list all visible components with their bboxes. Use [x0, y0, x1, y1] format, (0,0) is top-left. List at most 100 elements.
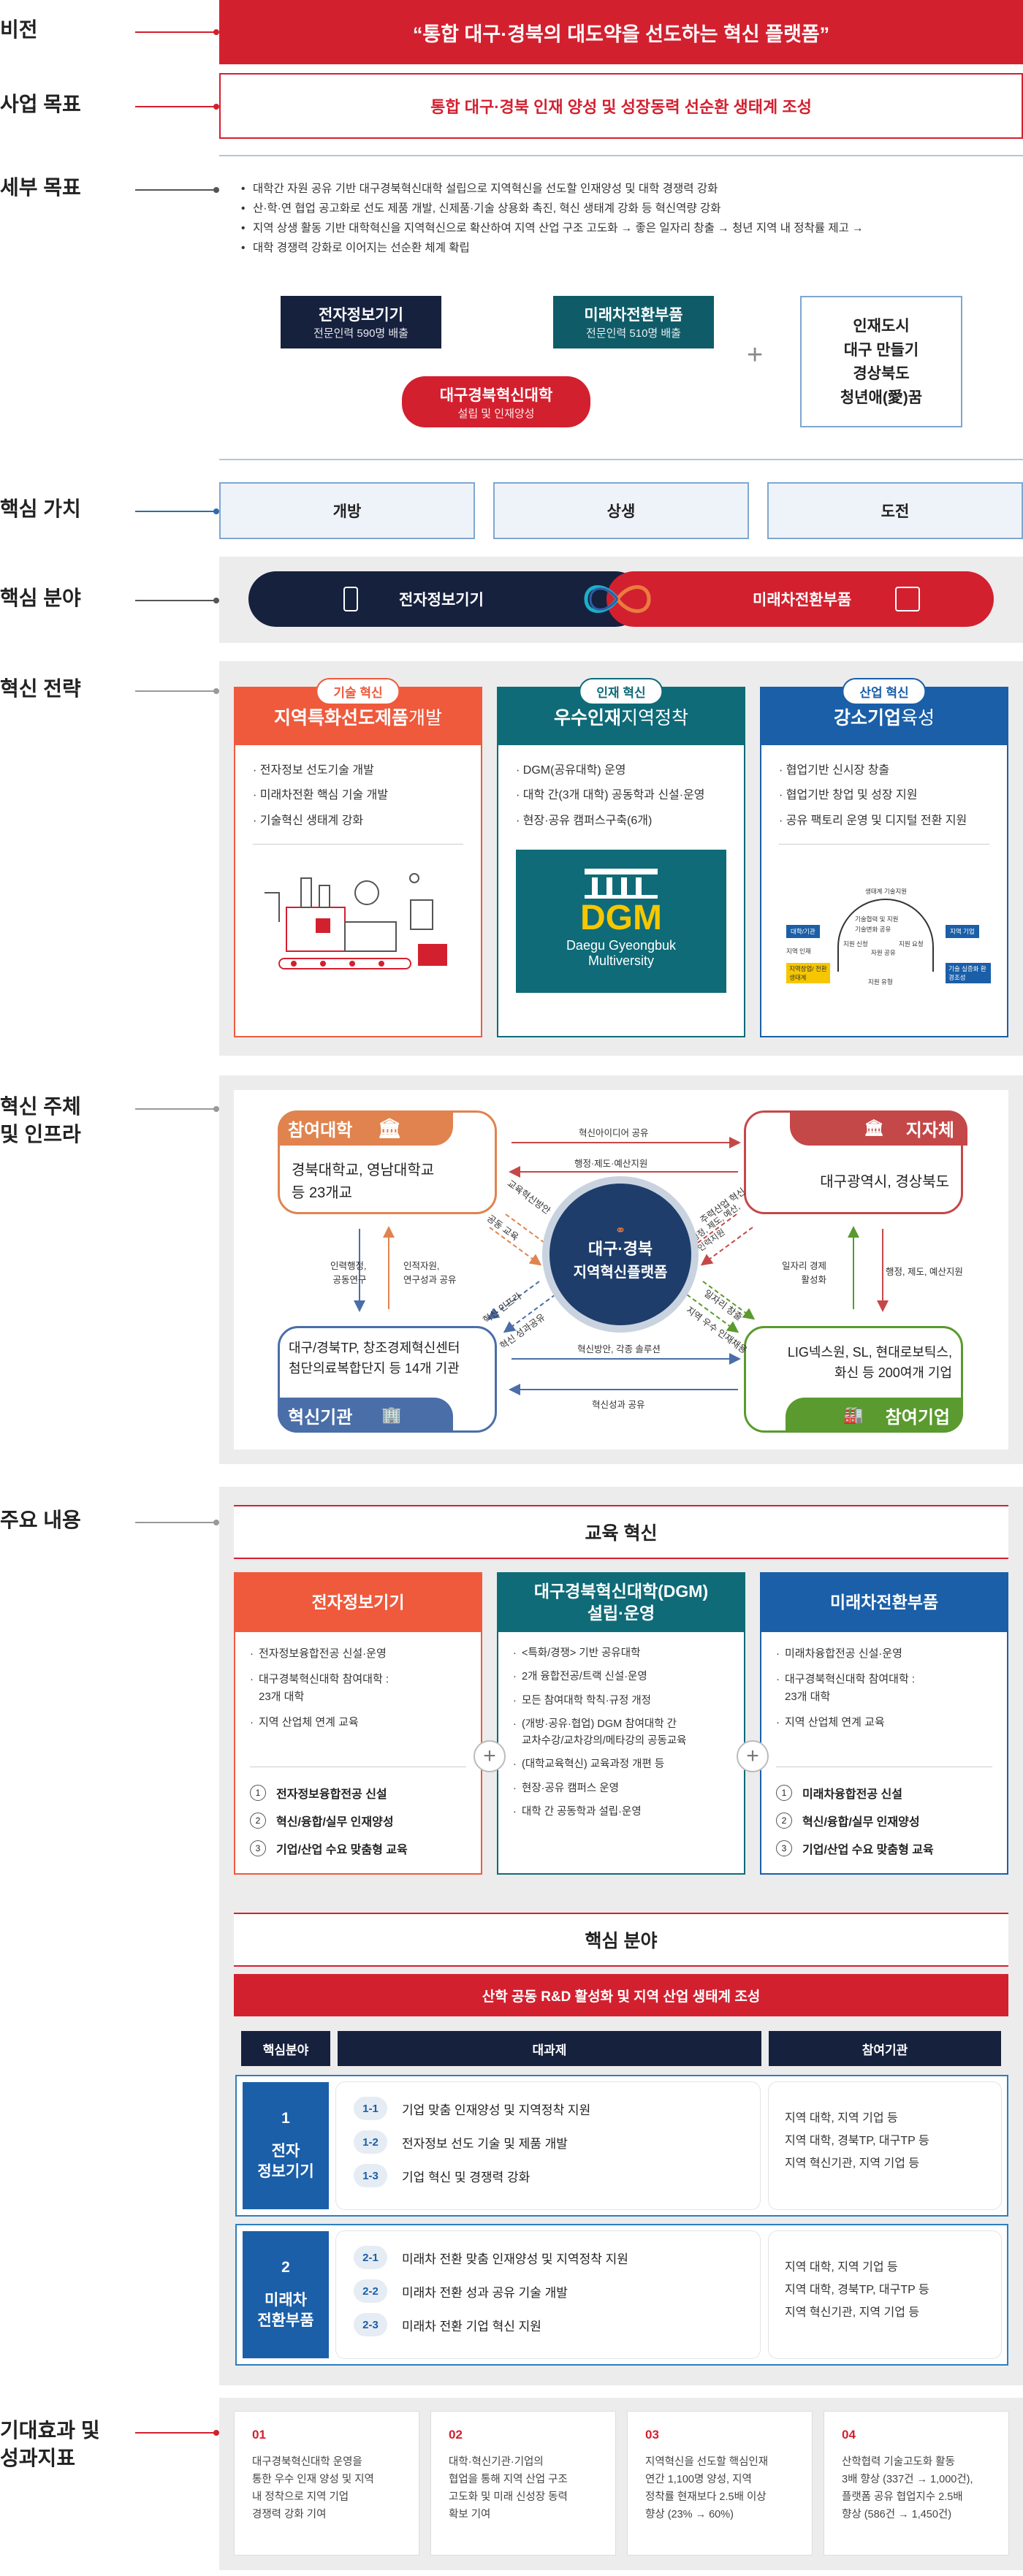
infra-text: 경북대학교, 영남대학교 등 23개교	[292, 1162, 435, 1201]
label-connector	[135, 511, 216, 512]
field-label: 미래차전환부품	[753, 592, 852, 609]
field-num-box: 2 미래차 전환부품	[243, 2231, 329, 2358]
label-connector	[135, 1108, 216, 1110]
chip-icon	[895, 587, 921, 611]
detail-side-box: 인재도시 대구 만들기 경상북도 청년애(愛)꿈	[800, 296, 962, 427]
partner-panel	[769, 2231, 1001, 2358]
strategy-title-rest: 개발	[408, 708, 443, 728]
ecosystem-diagram: 생태계 기술지원 대학/기관 지역 기업 기술협력 및 지원 기술변화 공유 지…	[779, 855, 991, 990]
edu-list: 전자정보융합전공 신설·운영 대구경북혁신대학 참여대학 : 23개 대학 지역…	[235, 1632, 481, 1731]
edu-section-title: 교육 혁신	[234, 1505, 1008, 1559]
infra-text: LIG넥스원, SL, 현대로보틱스, 화신 등 200여개 기업	[787, 1345, 952, 1380]
num-circle: 3	[776, 1840, 792, 1856]
infra-tab: 참여대학 🏛	[278, 1110, 453, 1146]
arrow-label: 혁신방안, 각종 솔루션	[577, 1344, 661, 1354]
field-num: 2	[281, 2259, 290, 2276]
edu-num-text: 혁신/융합/실무 인재양성	[276, 1816, 394, 1829]
partner-panel	[769, 2082, 1001, 2209]
dgm-logo: DGM Daegu Gyeongbuk Multiversity	[516, 850, 726, 994]
edu-item: 현장·공유 캠퍼스 운영	[513, 1780, 729, 1797]
infra-arrows	[354, 1137, 889, 1395]
label-dot	[213, 598, 219, 603]
infra-tab-label: 혁신기관	[288, 1407, 353, 1428]
detail-item: 지역 상생 활동 기반 대학혁신을 지역혁신으로 확산하여 지역 산업 구조 고…	[241, 218, 972, 238]
partner-list: 지역 대학, 지역 기업 등 지역 대학, 경북TP, 대구TP 등 지역 혁신…	[785, 2256, 929, 2325]
strategy-item: 전자정보 선도기술 개발	[253, 758, 463, 783]
government-icon: 🏛	[863, 1119, 884, 1137]
eco-label: 지역 기업	[946, 925, 979, 939]
partner-line: 지역 혁신기관, 지역 기업 등	[785, 2157, 920, 2171]
strategy-item: 공유 팩토리 운영 및 디지털 전환 지원	[779, 809, 989, 834]
num-circle: 2	[776, 1813, 792, 1829]
field-pill-future-car: 미래차전환부품	[606, 571, 994, 627]
divider	[219, 155, 1023, 156]
section-label-goal: 사업 목표	[0, 93, 81, 115]
label-dot	[213, 1106, 219, 1112]
dgm-line: Multiversity	[587, 953, 654, 968]
divider	[253, 844, 463, 845]
arc	[837, 899, 934, 972]
task-text: 미래차 전환 성과 공유 기술 개발	[402, 2285, 568, 2300]
label-dot	[213, 104, 219, 110]
task-text: 기업 맞춤 인재양성 및 지역정착 지원	[402, 2103, 591, 2117]
infra-card-government: 🏛 지자체 대구광역시, 경상북도	[744, 1110, 967, 1214]
section-label-fields: 핵심 분야	[0, 587, 81, 609]
strategy-card-talent: 우수인재 지역정착 인재 혁신 DGM(공유대학) 운영 대학 간(3개 대학)…	[497, 678, 745, 1037]
arrow-label: 인력행정, 공동연구	[330, 1261, 367, 1285]
edu-head: 미래차전환부품	[761, 1574, 1007, 1632]
num-circle: 3	[250, 1840, 266, 1856]
strategy-item: 협업기반 신시장 창출	[779, 758, 989, 783]
effect-text: 대학·혁신기관·기업의 협업을 통해 지역 산업 구조 고도화 및 미래 신성장…	[449, 2456, 568, 2520]
side-line: 인재도시	[853, 318, 910, 335]
infra-text: 대구/경북TP, 창조경제혁신센터 첨단의료복합단지 등 14개 기관	[289, 1341, 460, 1376]
effect-num: 04	[842, 2428, 856, 2442]
edu-num-text: 기업/산업 수요 맞춤형 교육	[276, 1844, 408, 1856]
dgm-line: Daegu Gyeongbuk	[566, 937, 677, 953]
label-dot	[213, 688, 219, 694]
task-text: 미래차 전환 맞춤 인재양성 및 지역정착 지원	[402, 2252, 628, 2266]
effect-card: 02 대학·혁신기관·기업의 협업을 통해 지역 산업 구조 고도화 및 미래 …	[430, 2411, 616, 2556]
detail-box-title: 전자정보기기	[319, 307, 403, 324]
label-connector	[135, 106, 216, 107]
label-connector	[135, 690, 216, 692]
label-connector	[135, 31, 216, 33]
edu-item: 지역 산업체 연계 교육	[250, 1714, 466, 1731]
detail-box-future-car: 미래차전환부품 전문인력 510명 배출	[553, 296, 714, 348]
infra-card-institution: 대구/경북TP, 창조경제혁신센터 첨단의료복합단지 등 14개 기관 혁신기관…	[278, 1326, 497, 1433]
partner-list: 지역 대학, 지역 기업 등 지역 대학, 경북TP, 대구TP 등 지역 혁신…	[785, 2107, 929, 2176]
edu-head: 대구경북혁신대학(DGM) 설립·운영	[498, 1574, 744, 1632]
factory-illustration	[265, 873, 447, 970]
task-code: 2-3	[354, 2313, 387, 2336]
task-text: 전자정보 선도 기술 및 제품 개발	[402, 2136, 568, 2151]
edu-item: (개방·공유·협업) DGM 참여대학 간 교차수강/교차강의/메타강의 공동교…	[513, 1716, 729, 1749]
label-connector	[135, 189, 216, 191]
section-label-detail: 세부 목표	[0, 176, 81, 199]
university-icon: 🏛	[377, 1116, 402, 1139]
vision-banner: “통합 대구·경북의 대도약을 선도하는 혁신 플랫폼”	[219, 0, 1023, 64]
edu-item: 모든 참여대학 학칙·규정 개정	[513, 1693, 729, 1710]
infra-center-circle: ⚭ 대구·경북 지역혁신플랫폼	[549, 1184, 691, 1325]
detail-item: 대학간 자원 공유 기반 대구경북혁신대학 설립으로 지역혁신을 선도할 인재양…	[241, 179, 972, 199]
section-label-effects: 기대효과 및 성과지표	[0, 2419, 100, 2469]
edu-card-electronics: 전자정보기기 전자정보융합전공 신설·운영 대구경북혁신대학 참여대학 : 23…	[234, 1572, 482, 1875]
strategy-item: 협업기반 창업 및 성장 지원	[779, 783, 989, 808]
infra-text: 대구광역시, 경상북도	[820, 1174, 949, 1190]
num-circle: 2	[250, 1813, 266, 1829]
num-circle: 1	[250, 1785, 266, 1801]
eco-label: 지원 유형	[868, 978, 893, 986]
field-num-box: 1 전자 정보기기	[243, 2082, 329, 2209]
task-panel	[336, 2082, 760, 2209]
strategy-tag: 기술 혁신	[316, 678, 400, 705]
side-line: 대구 만들기	[843, 341, 919, 359]
task-text: 미래차 전환 기업 혁신 지원	[402, 2319, 541, 2333]
partner-line: 지역 대학, 지역 기업 등	[785, 2261, 898, 2274]
divider	[219, 459, 1023, 460]
infra-tab-label: 참여대학	[288, 1120, 353, 1140]
num-circle: 1	[776, 1785, 792, 1801]
effect-card: 03 지역혁신을 선도할 핵심인재 연간 1,100명 양성, 지역 정착률 현…	[627, 2411, 813, 2556]
infra-tab: 혁신기관 🏢	[278, 1398, 453, 1433]
